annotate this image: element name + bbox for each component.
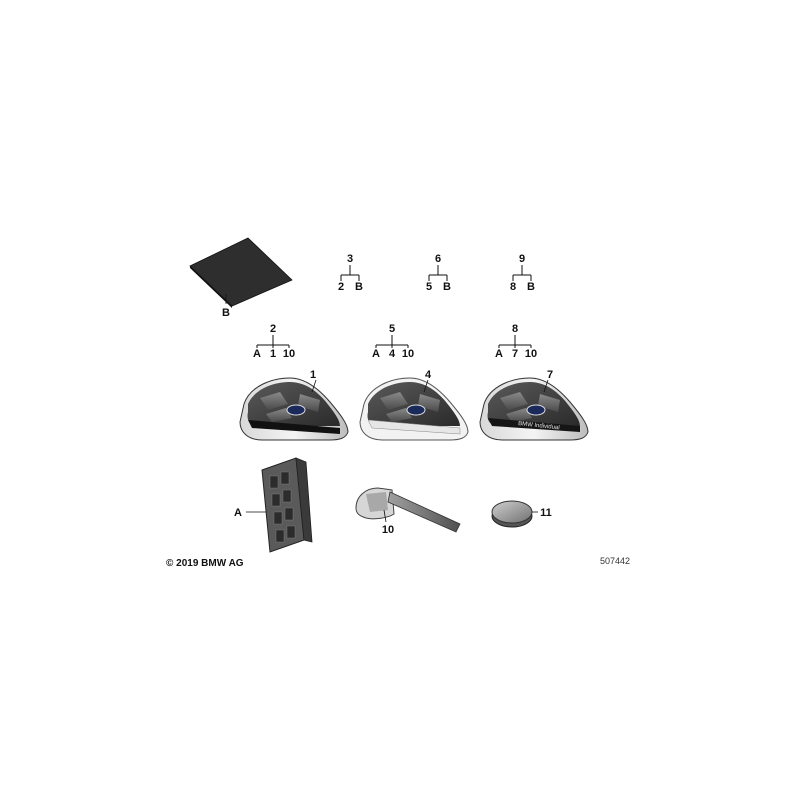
diagram-number: 507442 [600,556,630,566]
callout-10: 10 [382,524,394,536]
callout-4: 4 [425,369,432,381]
tree-child-label: A [495,348,503,360]
tree-root-label: 6 [435,253,441,265]
key-7-inscription: BMW Individual [518,421,560,431]
tree-root-label: 9 [519,253,525,265]
tree-child-label: 8 [510,281,516,293]
tree-child-label: 1 [270,348,276,360]
tree-root-label: 8 [512,323,518,335]
key-fob-7: BMW Individual 7 [479,369,589,441]
tree-child-label: B [527,281,535,293]
callout-11: 11 [540,507,552,519]
tree-child-label: 4 [389,348,396,360]
callout-7: 7 [547,369,553,381]
emergency-key-10: 10 [355,487,461,536]
tree-child-label: 5 [426,281,432,293]
tree-child-label: 7 [512,348,518,360]
tree-child-label: 10 [525,348,537,360]
tree-child-label: 10 [402,348,414,360]
callout-1: 1 [310,369,316,381]
tree-child-label: A [372,348,380,360]
tree-child-label: 10 [283,348,295,360]
tree-child-label: 2 [338,281,344,293]
tree-root-label: 2 [270,323,276,335]
key-fob-4: 4 [359,369,469,441]
callout-a: A [234,507,242,519]
copyright: © 2019 BMW AG [166,558,244,569]
tree-child-label: B [443,281,451,293]
card-item: B [189,237,293,319]
tree-root-label: 3 [347,253,353,265]
module-a: A [234,457,313,553]
tree-root-label: 5 [389,323,395,335]
tree-child-label: B [355,281,363,293]
card-label: B [222,307,230,319]
key-fob-1: 1 [239,369,349,441]
tree-child-label: A [253,348,261,360]
battery-11: 11 [491,500,552,528]
